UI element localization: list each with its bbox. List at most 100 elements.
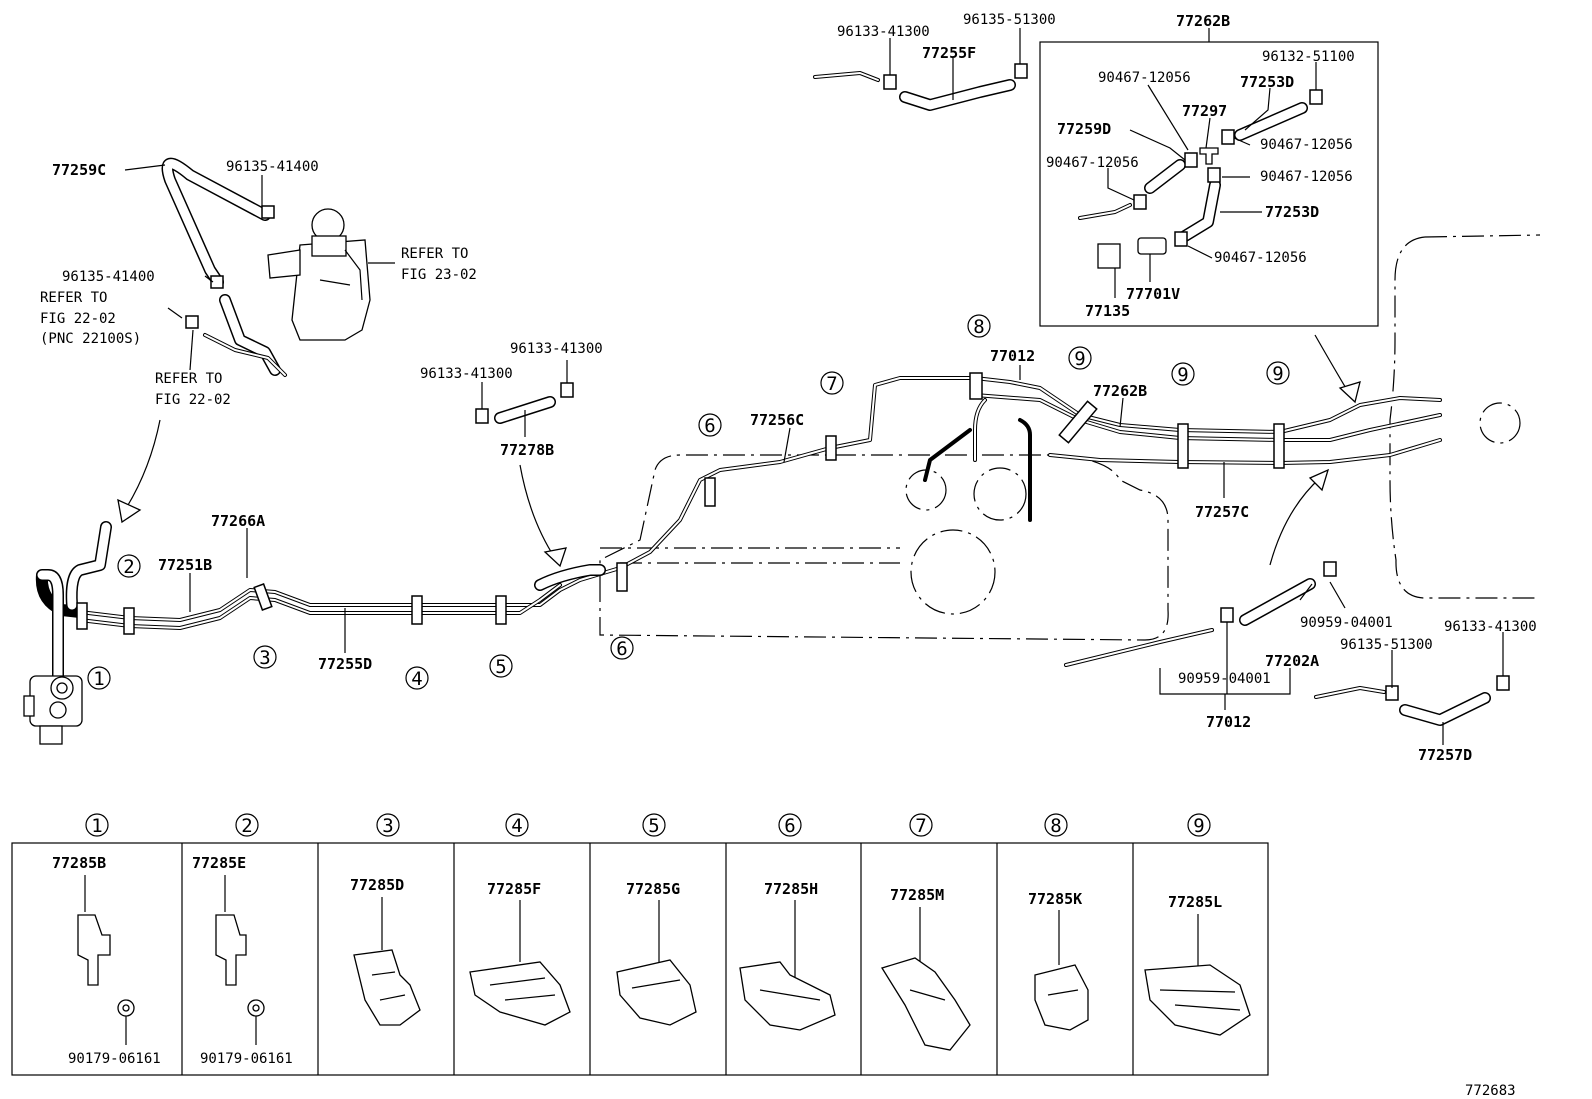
label-77256C: 77256C xyxy=(750,411,804,429)
label-90467-12056-4: 90467-12056 xyxy=(1260,169,1353,185)
svg-text:9: 9 xyxy=(1177,364,1188,386)
label-90959-04001-a: 90959-04001 xyxy=(1300,615,1393,631)
label-refer-22-02-a2: FIG 22-02 xyxy=(40,311,116,327)
label-refer-22-02-a1: REFER TO xyxy=(40,290,107,306)
detail-box-labels: 77262B 96132-51100 90467-12056 77253D 77… xyxy=(1046,12,1355,320)
svg-text:9: 9 xyxy=(1074,348,1085,370)
svg-text:3: 3 xyxy=(259,647,270,669)
label-96135-41400-a: 96135-41400 xyxy=(226,159,319,175)
callout-2: 2 xyxy=(117,554,141,578)
label-77251B: 77251B xyxy=(158,556,212,574)
label-77278B: 77278B xyxy=(500,441,554,459)
clamp-part-77285H: 77285H xyxy=(764,880,818,898)
clamp-cell-8: 8 77285K xyxy=(1028,813,1089,1031)
clamp-extra-2: 90179-06161 xyxy=(200,1051,293,1067)
callout-3: 3 xyxy=(253,645,277,669)
svg-text:8: 8 xyxy=(973,316,984,338)
label-77012-b: 77012 xyxy=(1206,713,1251,731)
clamp-part-77285G: 77285G xyxy=(626,880,680,898)
label-77297: 77297 xyxy=(1182,102,1227,120)
label-77257D: 77257D xyxy=(1418,746,1472,764)
clamp-part-77285F: 77285F xyxy=(487,880,541,898)
svg-text:9: 9 xyxy=(1193,815,1204,837)
svg-text:1: 1 xyxy=(93,668,104,690)
detail-box-77262B xyxy=(1039,28,1379,327)
vacuum-valve-component xyxy=(23,675,83,745)
label-96135-51300-b: 96135-51300 xyxy=(1340,637,1433,653)
clamp-part-77285L: 77285L xyxy=(1168,893,1222,911)
clamp-cell-1: 1 77285B 90179-06161 xyxy=(52,813,161,1067)
label-90467-12056-2: 90467-12056 xyxy=(1260,137,1353,153)
label-96135-51300-a: 96135-51300 xyxy=(963,12,1056,28)
svg-text:4: 4 xyxy=(411,668,422,690)
label-77253D-b: 77253D xyxy=(1265,203,1319,221)
callouts: 1 2 3 4 5 6 6 7 8 9 9 9 xyxy=(87,314,1290,690)
callout-9a: 9 xyxy=(1068,346,1092,370)
clamp-table: 1 77285B 90179-06161 2 77285E 90179-0616… xyxy=(11,813,1269,1076)
main-labels: 77259C 96135-41400 96135-41400 REFER TO … xyxy=(40,12,1537,764)
callout-1: 1 xyxy=(87,666,111,690)
label-77262B-a: 77262B xyxy=(1093,382,1147,400)
label-refer-22-02-a3: (PNC 22100S) xyxy=(40,331,141,347)
svg-text:4: 4 xyxy=(511,815,522,837)
callout-9b: 9 xyxy=(1171,362,1195,386)
label-77257C: 77257C xyxy=(1195,503,1249,521)
label-90467-12056-5: 90467-12056 xyxy=(1214,250,1307,266)
callout-6a: 6 xyxy=(698,413,722,437)
clamp-cell-7: 7 77285M xyxy=(881,813,971,1051)
svg-text:9: 9 xyxy=(1272,363,1283,385)
label-77255F: 77255F xyxy=(922,44,976,62)
label-90467-12056-3: 90467-12056 xyxy=(1046,155,1139,171)
label-refer-22-02-b2: FIG 22-02 xyxy=(155,392,231,408)
svg-text:5: 5 xyxy=(648,815,659,837)
label-90467-12056-1: 90467-12056 xyxy=(1098,70,1191,86)
leader-lines xyxy=(124,28,1504,745)
label-96135-41400-b: 96135-41400 xyxy=(62,269,155,285)
callout-9c: 9 xyxy=(1266,361,1290,385)
svg-text:5: 5 xyxy=(495,656,506,678)
hose-77202A xyxy=(1064,561,1337,667)
label-77202A: 77202A xyxy=(1265,652,1319,670)
svg-text:6: 6 xyxy=(784,815,795,837)
svg-text:2: 2 xyxy=(123,556,134,578)
clamp-cell-4: 4 77285F xyxy=(469,813,571,1026)
label-77253D-a: 77253D xyxy=(1240,73,1294,91)
clamp-cell-6: 6 77285H xyxy=(739,813,836,1031)
label-77012-a: 77012 xyxy=(990,347,1035,365)
label-77135: 77135 xyxy=(1085,302,1130,320)
callout-8: 8 xyxy=(967,314,991,338)
label-96133-41300-c: 96133-41300 xyxy=(420,366,513,382)
svg-text:8: 8 xyxy=(1050,815,1061,837)
callout-5: 5 xyxy=(489,654,513,678)
label-77266A: 77266A xyxy=(211,512,265,530)
clamp-cell-2: 2 77285E 90179-06161 xyxy=(192,813,293,1067)
svg-text:6: 6 xyxy=(616,638,627,660)
label-96132-51100: 96132-51100 xyxy=(1262,49,1355,65)
svg-text:6: 6 xyxy=(704,415,715,437)
clamp-part-77285K: 77285K xyxy=(1028,890,1082,908)
clamp-cell-3: 3 77285D xyxy=(350,813,421,1026)
label-96133-41300-d: 96133-41300 xyxy=(1444,619,1537,635)
svg-text:1: 1 xyxy=(91,815,102,837)
label-96133-41300-b: 96133-41300 xyxy=(510,341,603,357)
clamp-part-77285E: 77285E xyxy=(192,854,246,872)
svg-text:7: 7 xyxy=(915,815,926,837)
hose-77257D xyxy=(1314,675,1510,726)
label-77255D: 77255D xyxy=(318,655,372,673)
svg-text:3: 3 xyxy=(382,815,393,837)
callout-7: 7 xyxy=(820,371,844,395)
clamp-part-77285D: 77285D xyxy=(350,876,404,894)
clamp-cell-5: 5 77285G xyxy=(616,813,697,1026)
label-77701V: 77701V xyxy=(1126,285,1180,303)
label-refer-23-02-a: REFER TO xyxy=(401,246,468,262)
label-refer-23-02-b: FIG 23-02 xyxy=(401,267,477,283)
line-clamps xyxy=(76,372,1285,635)
assembly-arrows xyxy=(117,334,1361,568)
clamp-extra-1: 90179-06161 xyxy=(68,1051,161,1067)
charcoal-canister xyxy=(161,157,371,377)
callout-6b: 6 xyxy=(610,636,634,660)
svg-text:2: 2 xyxy=(241,815,252,837)
clamp-part-77285B: 77285B xyxy=(52,854,106,872)
clamp-cell-9: 9 77285L xyxy=(1144,813,1251,1036)
